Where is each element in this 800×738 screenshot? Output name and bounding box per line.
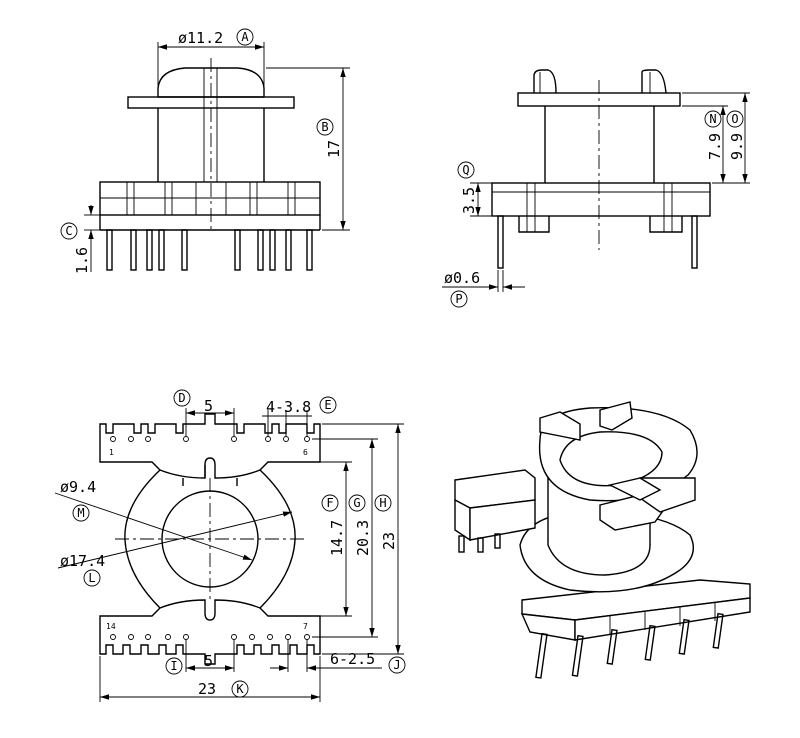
dim-flange-thickness: 3.5 — [460, 187, 478, 214]
callout-o: O — [731, 112, 738, 126]
dim-pin-length: 1.6 — [73, 247, 91, 274]
callout-f: F — [326, 496, 333, 510]
callout-p: P — [455, 292, 462, 306]
callout-a: A — [241, 30, 249, 44]
dim-height-total: 17 — [325, 140, 343, 158]
dim-pitch-top: 5 — [204, 397, 213, 415]
dim-diameter-top: ø11.2 — [178, 29, 223, 47]
front-view: ø11.2 A 17 B 1.6 C — [60, 28, 350, 274]
callout-n: N — [709, 112, 716, 126]
callout-j: J — [393, 658, 400, 672]
plan-view: 1 6 14 7 ø9.4 M ø17.4 L 5 D 4-3.8 E 14.7 — [54, 389, 406, 702]
pin-number-14: 14 — [106, 622, 116, 631]
callout-e: E — [324, 398, 331, 412]
dim-inner-diameter: ø9.4 — [60, 478, 96, 496]
callout-g: G — [353, 496, 360, 510]
dim-pin-diameter: ø0.6 — [444, 269, 480, 287]
callout-m: M — [77, 506, 84, 520]
dim-slot-top: 4-3.8 — [266, 398, 311, 416]
callout-h: H — [379, 496, 386, 510]
dim-height-h: 23 — [380, 532, 398, 550]
dim-slot-bottom: 6-2.5 — [330, 650, 375, 668]
pin-number-1: 1 — [109, 448, 114, 457]
callout-b: B — [321, 120, 328, 134]
dim-side-height-a: 7.9 — [706, 133, 724, 160]
callout-c: C — [65, 224, 72, 238]
callout-d: D — [178, 391, 185, 405]
callout-i: I — [170, 659, 177, 673]
dim-height-f: 14.7 — [328, 520, 346, 556]
dim-pitch-bottom: 5 — [204, 652, 213, 670]
dim-width-total: 23 — [198, 680, 216, 698]
callout-k: K — [236, 682, 244, 696]
pin-number-7: 7 — [303, 622, 308, 631]
dim-side-height-b: 9.9 — [728, 133, 746, 160]
dim-height-g: 20.3 — [354, 520, 372, 556]
dim-outer-diameter: ø17.4 — [60, 552, 105, 570]
pin-number-6: 6 — [303, 448, 308, 457]
callout-l: L — [88, 571, 95, 585]
side-view: 7.9 9.9 N O 3.5 Q ø0.6 P — [442, 69, 750, 308]
front-pins — [106, 229, 313, 271]
callout-q: Q — [462, 163, 469, 177]
isometric-view — [454, 401, 751, 679]
